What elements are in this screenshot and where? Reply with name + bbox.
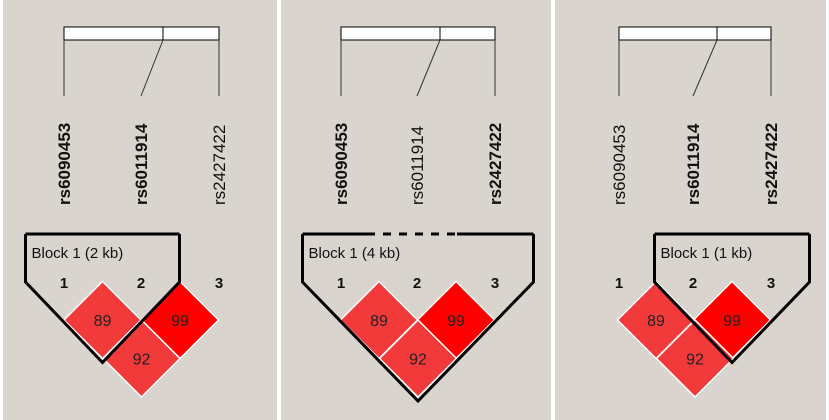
marker-number: 1 <box>615 275 623 292</box>
position-bar <box>340 26 496 41</box>
snp-label: rs2427422 <box>210 125 229 205</box>
panel-3: rs6090453 rs6011914 rs2427422 1 2 3 89 99 92 Bloc… <box>555 0 826 420</box>
block-label: Block 1 (4 kb) <box>309 245 401 262</box>
ld-value: 92 <box>133 352 151 369</box>
marker-number: 1 <box>60 275 68 292</box>
ld-value: 99 <box>171 313 189 330</box>
ld-value: 92 <box>686 352 704 369</box>
snp-connector-line <box>140 39 164 97</box>
ld-cell <box>378 318 458 399</box>
ld-value: 92 <box>409 352 427 369</box>
snp-label: rs6011914 <box>408 126 427 205</box>
snp-label: rs2427422 <box>486 123 505 205</box>
snp-label: rs2427422 <box>762 123 781 205</box>
panel-2: rs6090453 rs6011914 rs2427422 1 2 3 89 99 92 Bloc… <box>281 0 551 420</box>
block-label: Block 1 (2 kb) <box>32 245 124 262</box>
position-bar <box>63 26 220 41</box>
block-outline <box>653 234 811 365</box>
marker-number: 2 <box>137 275 145 292</box>
snp-label: rs6011914 <box>684 123 703 205</box>
marker-number: 2 <box>413 275 421 292</box>
snp-connector-line <box>416 39 441 97</box>
marker-number: 2 <box>689 275 697 292</box>
marker-number: 3 <box>215 275 223 292</box>
marker-number: 1 <box>337 275 345 292</box>
snp-connector-line <box>692 39 718 97</box>
snp-label: rs6011914 <box>132 123 151 205</box>
ld-value: 89 <box>647 313 665 330</box>
block-label: Block 1 (1 kb) <box>661 245 753 262</box>
marker-number: 3 <box>491 275 499 292</box>
ld-value: 89 <box>94 313 112 330</box>
ld-value: 99 <box>723 313 741 330</box>
snp-label: rs6090453 <box>610 125 629 205</box>
ld-value: 99 <box>447 313 465 330</box>
ld-plot: 89 99 92 <box>616 280 772 399</box>
ld-cell <box>655 318 735 399</box>
block-outline <box>301 234 535 404</box>
panel-1: rs6090453 rs6011914 rs2427422 1 2 3 89 99 92 Bloc… <box>3 0 277 420</box>
marker-number: 3 <box>767 275 775 292</box>
position-bar <box>618 26 772 41</box>
ld-cell <box>101 318 182 399</box>
block-outline <box>24 234 181 365</box>
ld-value: 89 <box>370 313 388 330</box>
snp-label: rs6090453 <box>332 123 351 205</box>
snp-label: rs6090453 <box>55 123 74 205</box>
